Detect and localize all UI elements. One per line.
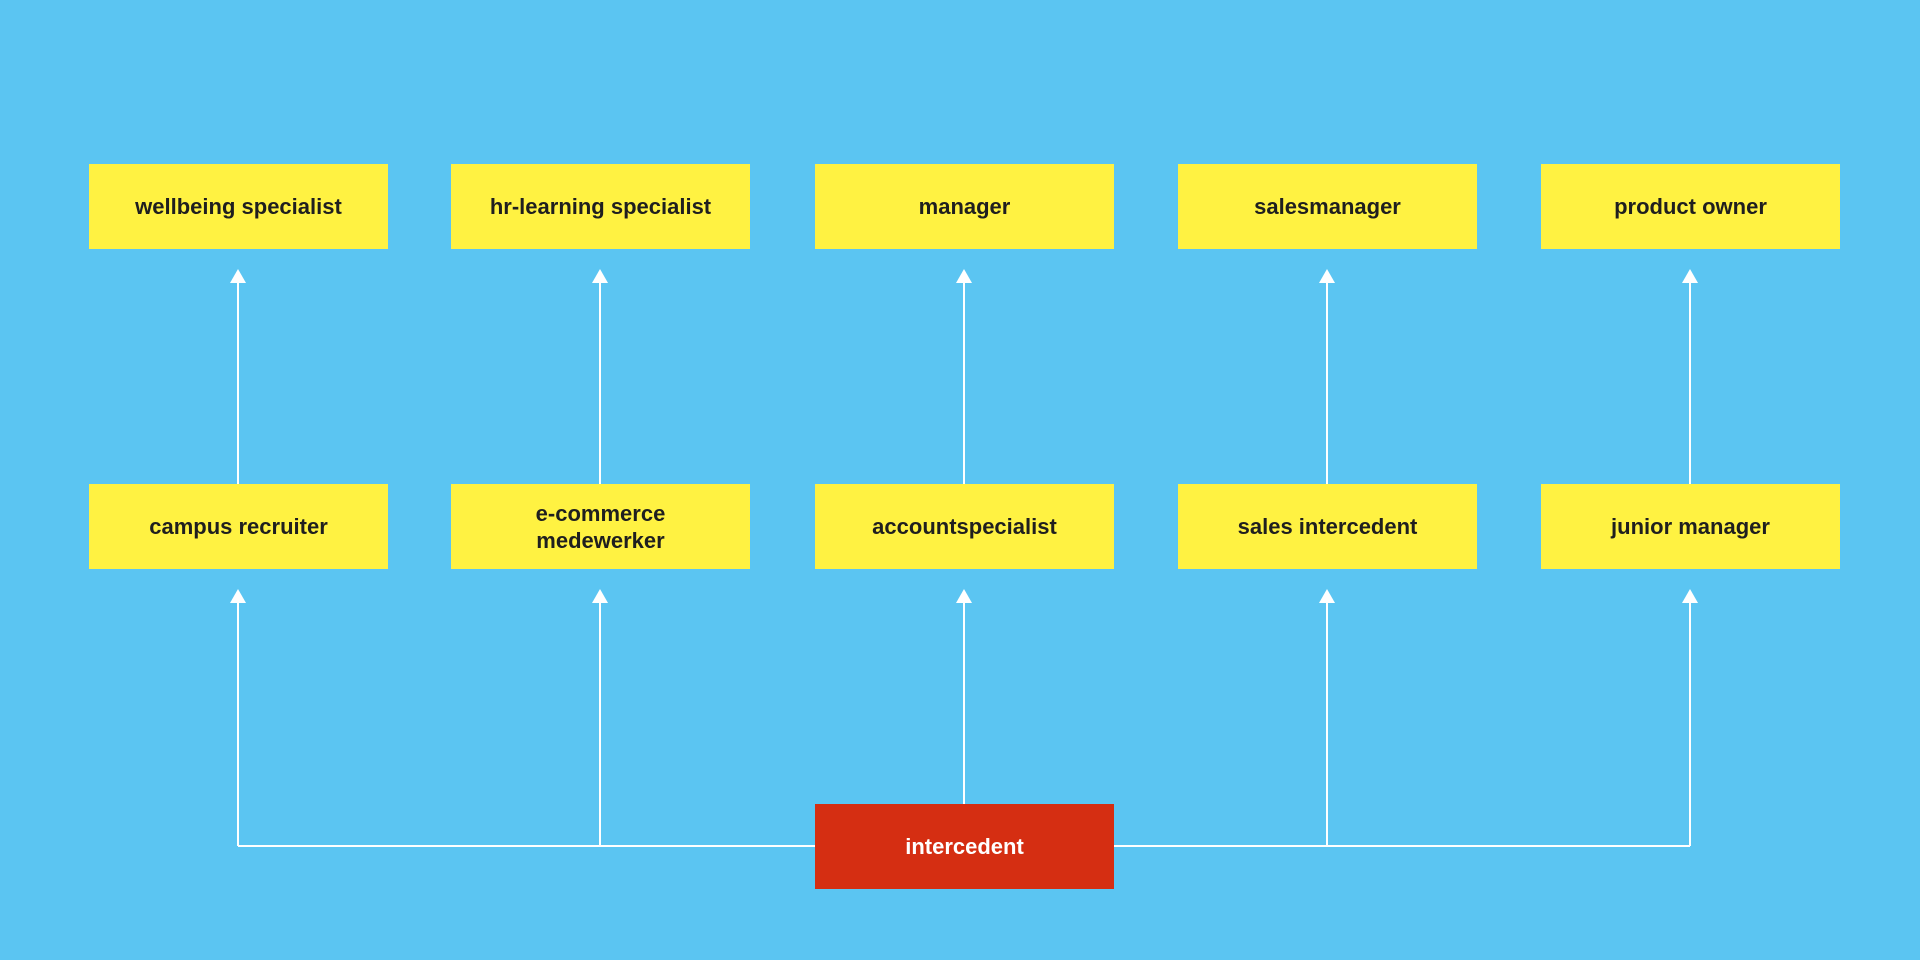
node-accountspecialist: accountspecialist bbox=[815, 484, 1114, 569]
node-manager: manager bbox=[815, 164, 1114, 249]
arrow-head bbox=[1682, 269, 1698, 283]
node-e-commerce-medewerker: e-commerce medewerker bbox=[451, 484, 750, 569]
node-wellbeing-specialist: wellbeing specialist bbox=[89, 164, 388, 249]
arrow-head bbox=[230, 589, 246, 603]
arrow-head bbox=[1319, 589, 1335, 603]
node-salesmanager: salesmanager bbox=[1178, 164, 1477, 249]
arrow-head bbox=[592, 589, 608, 603]
node-campus-recruiter: campus recruiter bbox=[89, 484, 388, 569]
node-product-owner: product owner bbox=[1541, 164, 1840, 249]
node-junior-manager: junior manager bbox=[1541, 484, 1840, 569]
arrow-head bbox=[592, 269, 608, 283]
arrow-head bbox=[956, 269, 972, 283]
node-sales-intercedent: sales intercedent bbox=[1178, 484, 1477, 569]
arrow-head bbox=[230, 269, 246, 283]
arrow-head bbox=[1319, 269, 1335, 283]
arrow-head bbox=[1682, 589, 1698, 603]
node-hr-learning-specialist: hr-learning specialist bbox=[451, 164, 750, 249]
arrow-head bbox=[956, 589, 972, 603]
node-intercedent: intercedent bbox=[815, 804, 1114, 889]
